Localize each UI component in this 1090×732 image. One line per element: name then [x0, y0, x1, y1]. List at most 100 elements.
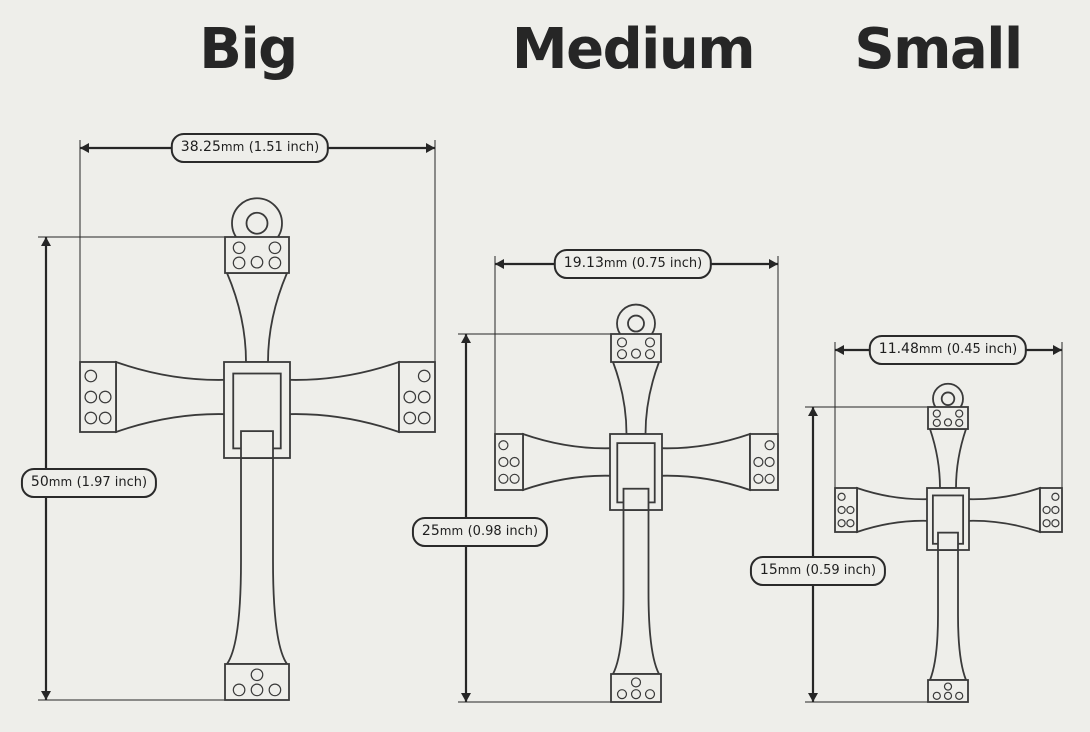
medium-lower-shaft — [611, 509, 661, 675]
small-shaft-joint — [937, 531, 959, 551]
small-height-value: 15 — [759, 562, 778, 578]
big-right-cap-stone-1 — [403, 390, 417, 404]
small-width-right-arrowhead — [1053, 345, 1062, 355]
medium-height-label: 25mm (0.98 inch) — [411, 517, 549, 547]
small-top-cap-stone-0 — [932, 409, 941, 418]
small-bottom-cap-stone-2 — [955, 691, 964, 700]
big-right-cap-stone-2 — [417, 390, 431, 404]
medium-width-left-arrowhead — [495, 259, 504, 269]
medium-top-cap-stone-0 — [616, 337, 628, 348]
big-bottom-cap-stone-2 — [268, 683, 282, 697]
big-bottom-cap-stone-0 — [232, 683, 246, 697]
small-height-top-arrowhead — [808, 407, 818, 416]
medium-bottom-cap-stone-2 — [644, 689, 656, 700]
medium-width-value: 19.13 — [563, 255, 604, 271]
big-bottom-cap-stone-1 — [250, 668, 264, 682]
big-right-cap-stone-3 — [417, 411, 431, 425]
small-upper-shaft — [928, 428, 968, 489]
big-width-right-arrowhead — [426, 143, 435, 153]
medium-left-cap-stone-0 — [498, 440, 509, 451]
small-right-cap-stone-4 — [1042, 519, 1051, 528]
big-width-unit: mm — [220, 140, 245, 154]
small-bottom-cap-stone-3 — [943, 691, 953, 700]
small-height-inch: (0.59 inch) — [805, 563, 877, 578]
big-width-inch: (1.51 inch) — [248, 140, 320, 155]
medium-bottom-cap-stone-1 — [630, 677, 642, 688]
medium-bottom-cap-stone-3 — [630, 689, 642, 700]
medium-bottom-cap-stone-0 — [616, 689, 628, 700]
title-small: Small — [854, 17, 1023, 82]
title-big: Big — [199, 17, 298, 82]
big-width-value: 38.25 — [180, 139, 221, 155]
medium-left-cap-stone-3 — [498, 473, 509, 484]
small-left-cap-stone-1 — [846, 505, 855, 515]
small-bottom-cap-stone-0 — [932, 691, 941, 700]
small-height-unit: mm — [777, 563, 802, 577]
big-top-cap-stone-3 — [232, 256, 246, 270]
small-top-cap-stone-1 — [955, 409, 964, 418]
medium-right-cap-stone-2 — [764, 456, 775, 468]
big-upper-shaft — [225, 272, 289, 363]
small-right-arm-cap — [1039, 487, 1063, 533]
big-right-cap-stone-4 — [403, 411, 417, 425]
big-right-cap-stone-0 — [417, 369, 431, 383]
medium-right-cap-stone-0 — [764, 440, 775, 451]
small-left-cap-stone-0 — [837, 492, 846, 501]
big-left-cap-stone-1 — [98, 390, 112, 404]
small-height-label: 15mm (0.59 inch) — [749, 556, 887, 586]
medium-top-cap-stone-1 — [644, 337, 656, 348]
big-left-cap-stone-0 — [84, 369, 98, 383]
big-height-top-arrowhead — [41, 237, 51, 246]
big-bail-hole — [245, 211, 269, 235]
big-top-cap-stone-4 — [268, 256, 282, 270]
medium-height-bottom-arrowhead — [461, 693, 471, 702]
medium-top-cap-stone-3 — [616, 349, 628, 360]
small-top-cap-stone-2 — [943, 418, 953, 427]
big-height-unit: mm — [48, 475, 73, 489]
medium-height-inch: (0.98 inch) — [467, 524, 539, 539]
small-bottom-cap — [927, 679, 969, 703]
medium-right-cap-stone-4 — [753, 473, 764, 484]
title-medium: Medium — [511, 17, 756, 82]
small-bail-hole — [940, 391, 956, 406]
big-top-cap-stone-0 — [232, 241, 246, 255]
medium-right-cap-stone-3 — [764, 473, 775, 484]
big-left-cap-stone-2 — [84, 390, 98, 404]
small-width-left-arrowhead — [835, 345, 844, 355]
small-right-cap-stone-2 — [1051, 505, 1060, 515]
big-width-left-arrowhead — [80, 143, 89, 153]
small-top-cap — [927, 406, 969, 430]
big-left-cap-stone-4 — [98, 411, 112, 425]
big-lower-shaft — [225, 457, 289, 665]
big-height-label: 50mm (1.97 inch) — [20, 468, 158, 498]
medium-width-label: 19.13mm (0.75 inch) — [553, 249, 713, 279]
big-height-inch: (1.97 inch) — [76, 475, 148, 490]
medium-height-top-arrowhead — [461, 334, 471, 343]
medium-upper-shaft — [611, 361, 661, 435]
medium-bail-hole — [627, 314, 645, 333]
small-top-cap-stone-3 — [932, 418, 941, 427]
big-height-bottom-arrowhead — [41, 691, 51, 700]
medium-width-right-arrowhead — [769, 259, 778, 269]
big-top-cap-stone-2 — [250, 255, 264, 269]
small-right-cap-stone-0 — [1051, 492, 1060, 501]
small-height-bottom-arrowhead — [808, 693, 818, 702]
small-width-value: 11.48 — [878, 341, 919, 357]
small-lower-shaft — [928, 549, 968, 681]
big-left-cap-stone-3 — [84, 411, 98, 425]
medium-height-value: 25 — [421, 523, 440, 539]
medium-shaft-joint — [622, 487, 650, 511]
big-top-cap-stone-1 — [268, 241, 282, 255]
medium-right-cap-stone-1 — [753, 456, 764, 468]
medium-left-cap-stone-4 — [509, 473, 520, 484]
big-bottom-cap-stone-3 — [250, 683, 264, 697]
medium-left-cap-stone-1 — [509, 456, 520, 468]
small-left-cap-stone-3 — [837, 519, 846, 528]
medium-top-cap-stone-4 — [644, 349, 656, 360]
small-width-inch: (0.45 inch) — [946, 342, 1018, 357]
medium-width-inch: (0.75 inch) — [631, 256, 703, 271]
medium-left-cap-stone-2 — [498, 456, 509, 468]
big-width-label: 38.25mm (1.51 inch) — [170, 133, 330, 163]
small-left-arm-cap — [834, 487, 858, 533]
